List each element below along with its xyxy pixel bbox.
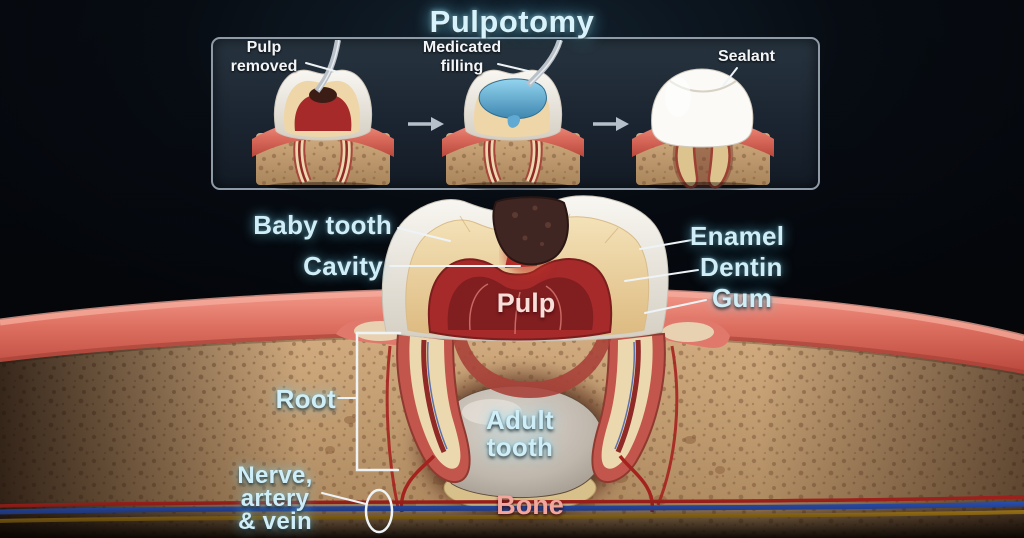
medicated-filling-material	[478, 78, 547, 120]
diagram-title: Pulpotomy	[429, 4, 595, 39]
pulp-vessels	[468, 283, 562, 335]
label-root: Root	[275, 384, 336, 414]
label-enamel: Enamel	[690, 221, 785, 251]
bottom-shadow	[0, 500, 1024, 538]
label-gum: Gum	[712, 283, 773, 313]
label-pulp: Pulp	[496, 288, 556, 318]
sealed-crown	[651, 68, 754, 148]
label-baby-tooth: Baby tooth	[253, 210, 392, 240]
label-nerve-artery-vein: Nerve, artery & vein	[237, 462, 313, 535]
stage-3-sealant-illustration	[632, 68, 774, 190]
stage-label-sealant: Sealant	[718, 48, 775, 65]
tooth-root-right	[591, 332, 666, 483]
tooth-root-left	[396, 332, 471, 483]
decay-texture	[512, 205, 551, 246]
artery-branch-right	[656, 345, 679, 506]
stage-2-medicated-filling-illustration	[442, 40, 584, 190]
label-dentin: Dentin	[700, 252, 783, 282]
stage-1-pulp-removed-illustration	[252, 40, 394, 190]
stage-label-pulp-removed: Pulp removed	[230, 39, 298, 75]
cavity-decay	[492, 196, 569, 266]
label-cavity: Cavity	[303, 251, 383, 281]
baby-tooth-crown	[381, 195, 669, 342]
root-furcation	[452, 336, 612, 398]
label-adult-tooth: Adult tooth	[486, 405, 554, 462]
label-bone: Bone	[496, 490, 564, 520]
stage-label-medicated-filling: Medicated filling	[422, 39, 502, 75]
